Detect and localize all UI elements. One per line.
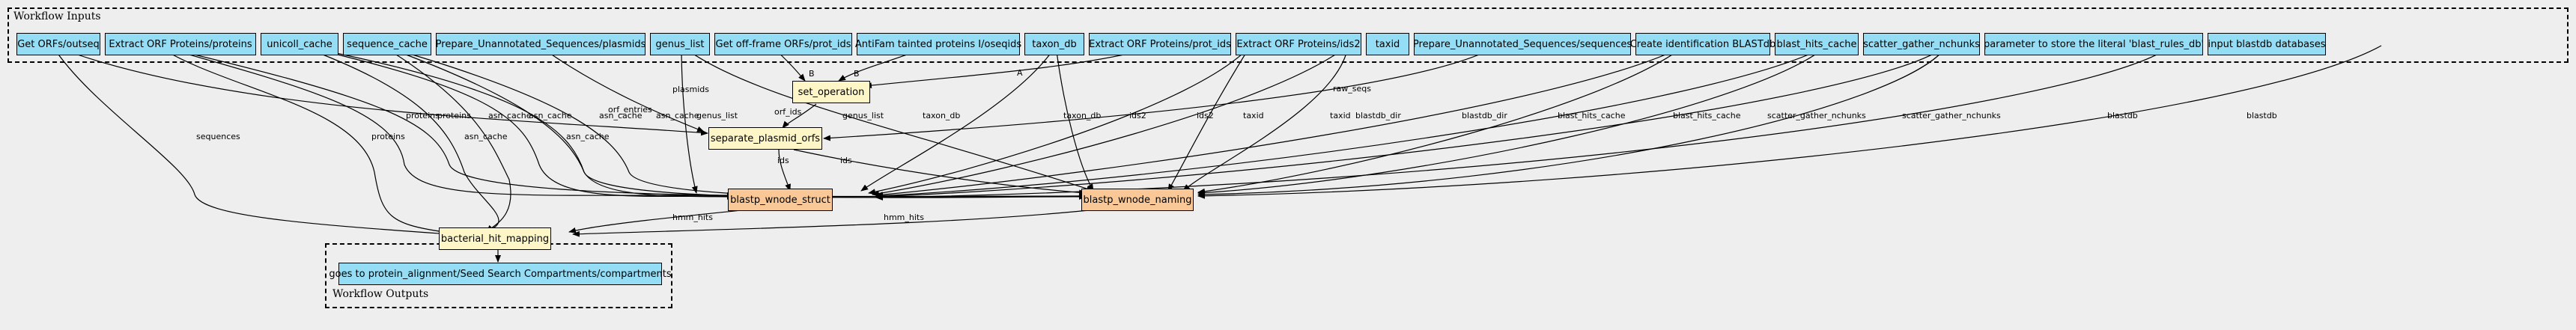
- edge-blast-hits-cache-2: [1197, 45, 1828, 196]
- label-asn-cache-5: asn_cache: [599, 111, 643, 120]
- edge-taxid-2: [1182, 45, 1349, 192]
- edge-scatter-2: [1197, 45, 1948, 198]
- label-raw-seqs: raw_seqs: [1333, 84, 1371, 94]
- label-scatter-2: scatter_gather_nchunks: [1902, 111, 2001, 120]
- input-antifam-tainted-proteins-oseqids[interactable]: AntiFam tainted proteins I/oseqids: [855, 33, 1021, 55]
- label-orf-entries: orf_entries: [608, 105, 652, 114]
- step-blastp-wnode-struct[interactable]: blastp_wnode_struct: [728, 189, 833, 211]
- workflow-inputs-label: Workflow Inputs: [13, 10, 101, 22]
- edge-taxid-1: [872, 45, 1349, 197]
- edge-ids2-2: [1167, 45, 1251, 192]
- edge-proteins-a: [157, 45, 735, 198]
- edge-plasmids: [538, 45, 705, 132]
- edge-blastdb-2: [1197, 45, 2382, 199]
- edge-blastdb-dir-2: [1197, 45, 1686, 195]
- input-prepare-unannotated-sequences-sequences[interactable]: Prepare_Unannotated_Sequences/sequences: [1413, 33, 1632, 55]
- label-asn-cache-1: asn_cache: [464, 132, 508, 141]
- label-asn-cache-3: asn_cache: [529, 111, 572, 120]
- edge-orf-entries: [52, 45, 708, 136]
- label-orf-ids: orf_ids: [774, 107, 802, 117]
- label-plasmids: plasmids: [672, 85, 709, 94]
- label-ids2-2: ids2: [1197, 111, 1214, 120]
- edge-genus-list-1: [681, 45, 698, 194]
- edge-orf-ids: [782, 103, 817, 129]
- input-extract-orf-proteins-proteins[interactable]: Extract ORF Proteins/proteins: [105, 33, 256, 55]
- input-blast-hits-cache[interactable]: blast_hits_cache: [1775, 33, 1859, 55]
- label-proteins-b: proteins: [437, 111, 471, 120]
- step-set-operation[interactable]: set_operation: [792, 81, 870, 103]
- label-B1: B: [809, 69, 815, 79]
- input-get-off-frame-orfs-prot-ids[interactable]: Get off-frame ORFs/prot_ids: [714, 33, 852, 55]
- edge-asn-cache-6: [381, 45, 1087, 200]
- label-blastdb-1: blastdb: [2107, 111, 2138, 120]
- step-bacterial-hit-mapping[interactable]: bacterial_hit_mapping: [439, 227, 551, 250]
- label-A: A: [1017, 68, 1023, 78]
- edge-asn-cache-4: [381, 45, 511, 233]
- label-genus-list-1: genus_list: [696, 111, 738, 120]
- input-scatter-gather-nchunks[interactable]: scatter_gather_nchunks: [1863, 33, 1980, 55]
- label-scatter-1: scatter_gather_nchunks: [1767, 111, 1866, 120]
- input-taxid[interactable]: taxid: [1366, 33, 1409, 55]
- edge-raw-seqs: [823, 45, 1498, 141]
- workflow-inputs-cluster: [7, 7, 2569, 63]
- label-blast-hits-cache-2: blast_hits_cache: [1673, 111, 1741, 120]
- input-blastdb-databases[interactable]: input blastdb databases: [2208, 33, 2326, 55]
- input-blast-rules-db-literal[interactable]: parameter to store the literal 'blast_ru…: [1984, 33, 2204, 55]
- label-taxon-db-1: taxon_db: [923, 111, 960, 120]
- label-asn-cache-4: asn_cache: [566, 132, 610, 141]
- edge-proteins: [157, 45, 450, 235]
- label-sequences: sequences: [196, 132, 240, 141]
- label-blastdb-2: blastdb: [2247, 111, 2277, 120]
- input-create-identification-blastdb[interactable]: Create identification BLASTdb: [1630, 33, 1775, 55]
- input-unicoll-cache[interactable]: unicoll_cache: [261, 33, 338, 55]
- edge-genus-list-2: [681, 45, 1094, 192]
- step-blastp-wnode-naming[interactable]: blastp_wnode_naming: [1081, 189, 1194, 211]
- edge-blast-hits-cache-1: [875, 45, 1828, 199]
- input-sequence-cache[interactable]: sequence_cache: [343, 33, 431, 55]
- label-hmm-hits-1: hmm_hits: [672, 213, 713, 222]
- input-prepare-unannotated-sequences-plasmids[interactable]: Prepare_Unannotated_Sequences/plasmids: [436, 33, 645, 55]
- edge-blastdb-1: [875, 45, 2172, 201]
- edge-sequences: [52, 45, 450, 237]
- label-B2: B: [854, 69, 860, 79]
- edge-asn-cache-5: [381, 45, 735, 200]
- input-extract-orf-proteins-ids2[interactable]: Extract ORF Proteins/ids2: [1236, 33, 1361, 55]
- label-taxon-db-2: taxon_db: [1063, 111, 1101, 120]
- edge-ids-b: [793, 149, 1087, 196]
- step-separate-plasmid-orfs[interactable]: separate_plasmid_orfs: [708, 127, 822, 150]
- label-blastdb-dir-1: blastdb_dir: [1355, 111, 1401, 120]
- label-taxid-1: taxid: [1243, 111, 1264, 120]
- input-extract-orf-proteins-prot-ids[interactable]: Extract ORF Proteins/prot_ids: [1089, 33, 1231, 55]
- input-get-orfs-outseq[interactable]: Get ORFs/outseq: [16, 33, 100, 55]
- label-proteins: proteins: [371, 132, 405, 141]
- label-blast-hits-cache-1: blast_hits_cache: [1558, 111, 1626, 120]
- edge-scatter-1: [875, 45, 1948, 200]
- workflow-outputs-label: Workflow Outputs: [332, 288, 429, 300]
- edge-ids2-1: [868, 45, 1251, 195]
- edge-asn-cache-1: [299, 45, 499, 234]
- label-blastdb-dir-2: blastdb_dir: [1462, 111, 1507, 120]
- label-genus-list-2: genus_list: [842, 111, 884, 120]
- label-hmm-hits-2: hmm_hits: [884, 213, 924, 222]
- label-asn-cache-6: asn_cache: [656, 111, 699, 120]
- edge-hmm-hits-2: [572, 206, 1124, 237]
- input-genus-list[interactable]: genus_list: [650, 33, 710, 55]
- label-asn-cache-2: asn_cache: [488, 111, 532, 120]
- label-taxid-2: taxid: [1330, 111, 1351, 120]
- edge-proteins-b: [157, 45, 1087, 200]
- label-proteins-a: proteins: [406, 111, 440, 120]
- edge-taxon-db-1: [860, 45, 1057, 192]
- edge-blastdb-dir-1: [875, 45, 1686, 198]
- label-ids-b: ids: [840, 156, 852, 165]
- input-taxon-db[interactable]: taxon_db: [1024, 33, 1084, 55]
- label-ids: ids: [777, 156, 789, 165]
- edge-ids: [778, 149, 791, 192]
- output-seed-search-compartments[interactable]: goes to protein_alignment/Seed Search Co…: [329, 263, 672, 285]
- label-ids2-1: ids2: [1129, 111, 1146, 120]
